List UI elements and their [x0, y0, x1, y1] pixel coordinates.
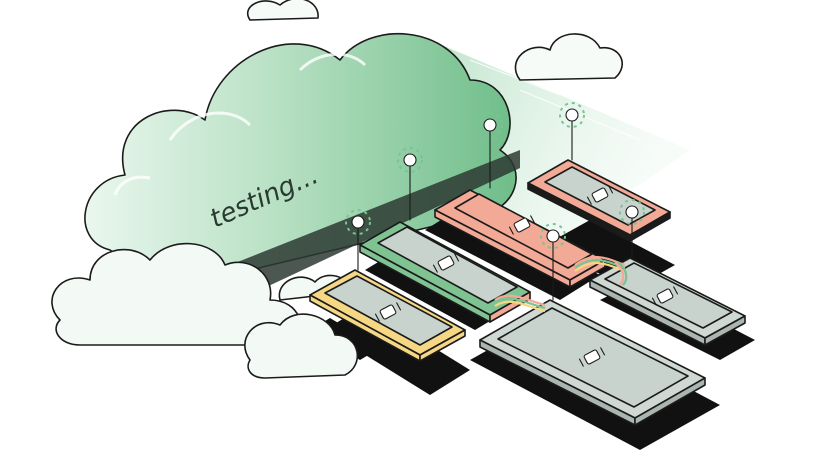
vibrating-phone-icon	[508, 215, 536, 235]
cloud-shadow	[230, 150, 520, 290]
vibrating-phone-icon	[578, 347, 606, 367]
vibrating-phone-icon	[586, 185, 614, 205]
antennas	[345, 102, 645, 301]
ribbon-cables	[494, 255, 628, 313]
small-cloud	[247, 0, 623, 81]
vibrating-phone-icon	[374, 302, 402, 322]
radio-signal-icon	[477, 112, 503, 189]
radio-signal-icon	[345, 209, 371, 271]
vibrating-phone-icon	[651, 286, 679, 306]
radio-signal-icon	[540, 223, 566, 301]
radio-signal-icon	[619, 199, 645, 259]
radio-signal-icon	[397, 147, 423, 221]
radio-signal-icon	[559, 102, 585, 161]
vibrating-phone-icon	[432, 253, 460, 273]
device-yellow-phone	[309, 269, 466, 362]
device-salmon-tablet	[434, 189, 606, 288]
device-green-phone	[359, 221, 531, 323]
device-gray-tablet	[479, 299, 706, 426]
foreground-clouds	[51, 242, 359, 379]
device-gray-phone	[589, 257, 746, 346]
